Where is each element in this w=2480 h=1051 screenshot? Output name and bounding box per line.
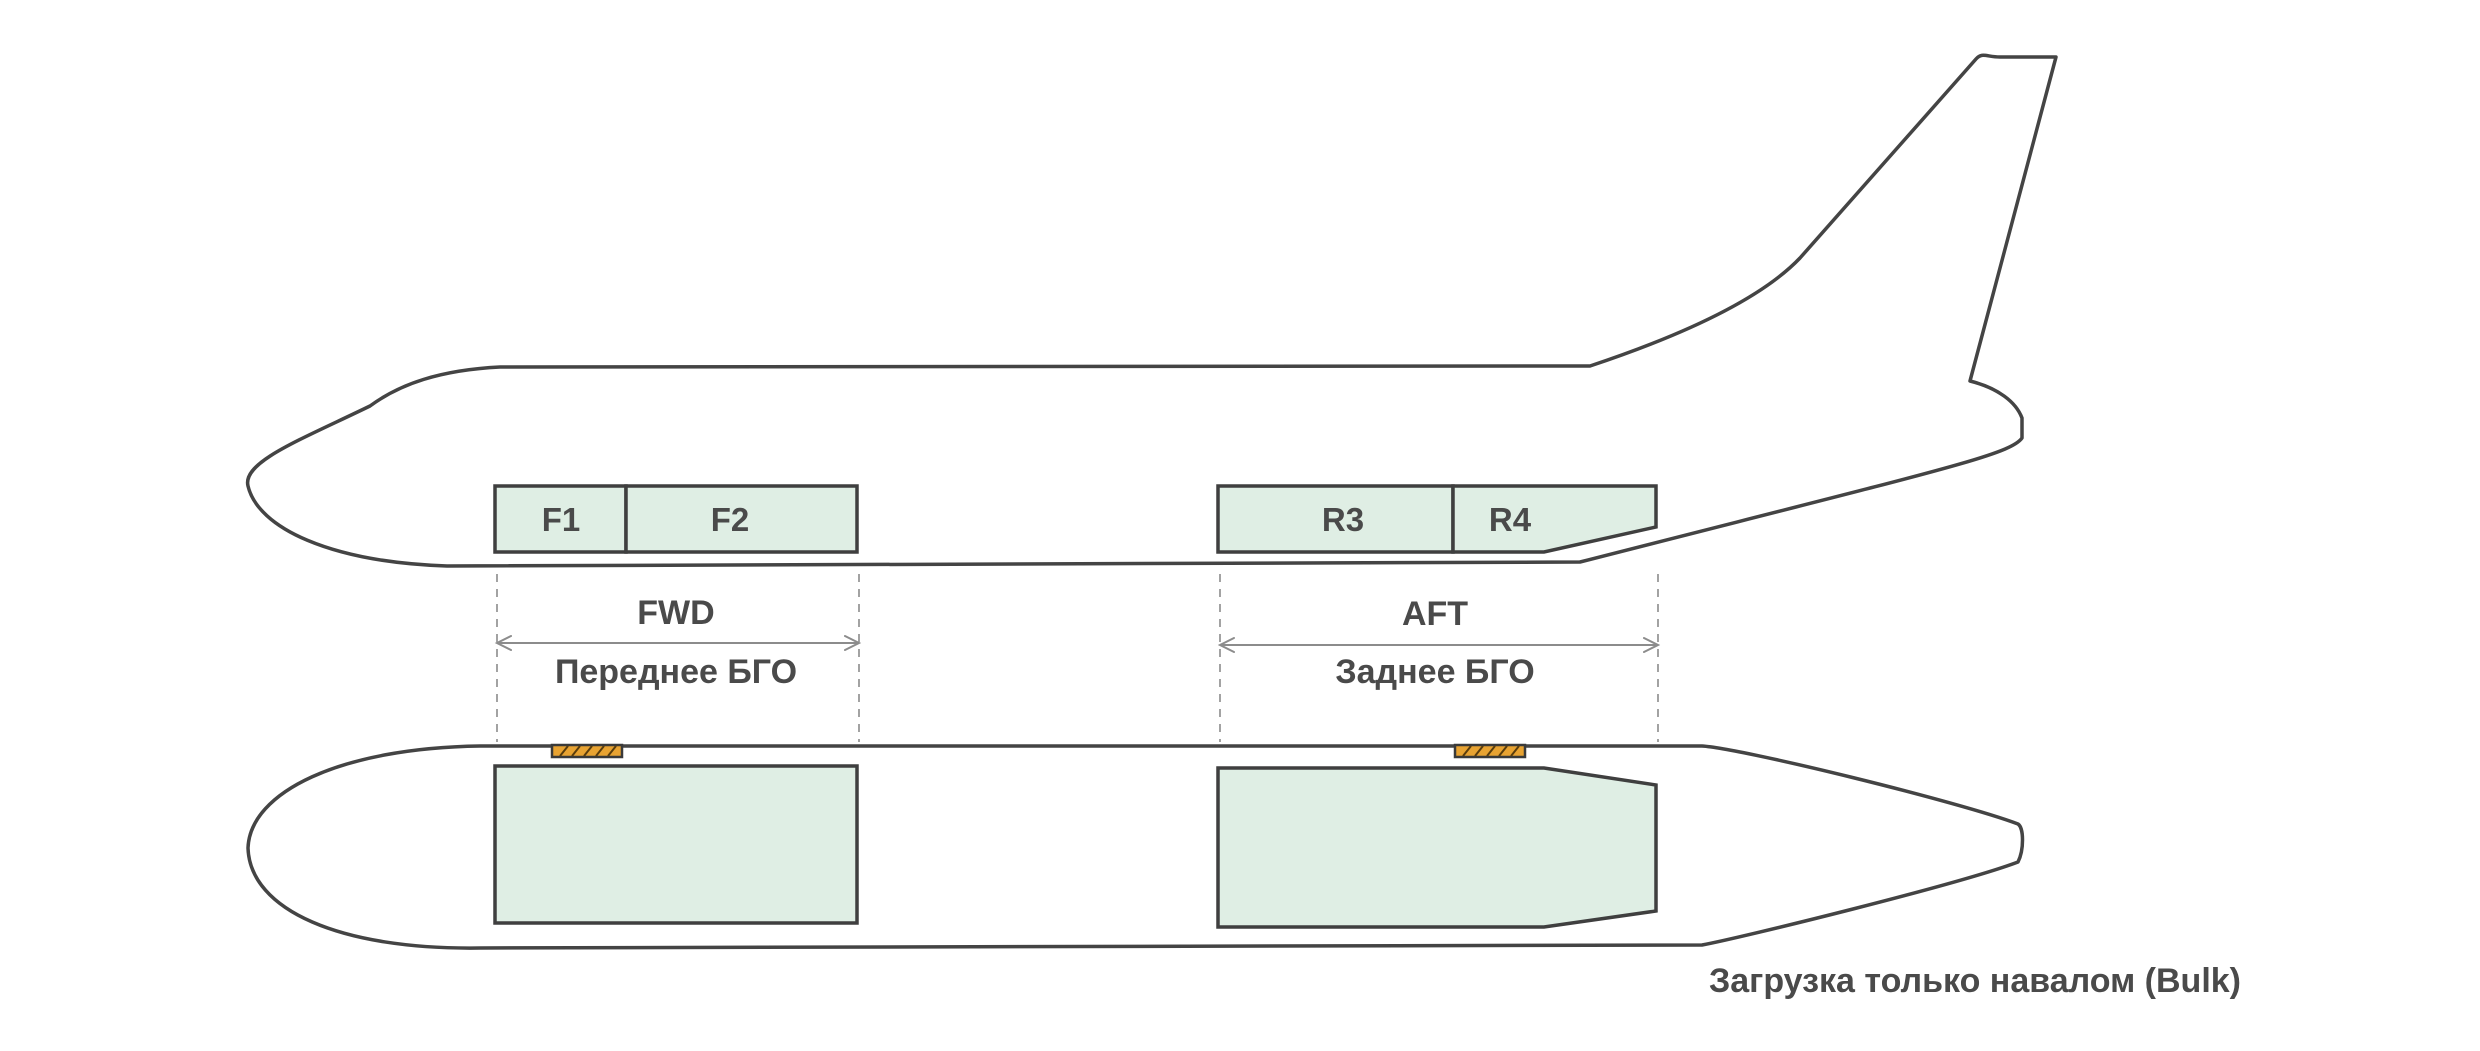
aft-hold-dimension: AFT Заднее БГО <box>1217 574 1661 742</box>
forward-hold-arrowhead-right <box>844 635 862 651</box>
forward-compartments-side: F1 F2 <box>493 484 859 554</box>
aft-hold-arrowhead-right <box>1643 637 1661 653</box>
bulk-loading-caption: Загрузка только навалом (Bulk) <box>1709 962 2241 1000</box>
aft-cargo-door <box>1453 743 1527 759</box>
forward-hold-name: Переднее БГО <box>555 653 797 691</box>
top-view <box>246 743 2025 950</box>
forward-hold-dimension: FWD Переднее БГО <box>494 574 862 742</box>
compartment-f2 <box>624 484 859 554</box>
compartment-f1-label: F1 <box>542 501 581 538</box>
aft-compartments-side: R3 R4 <box>1216 484 1658 554</box>
forward-cargo-door <box>550 743 624 759</box>
compartment-r3-label: R3 <box>1322 501 1364 538</box>
compartment-r4 <box>1451 484 1658 554</box>
aft-hold-arrowhead-left <box>1217 637 1235 653</box>
side-view: F1 F2 R3 R4 <box>245 53 2058 568</box>
aft-hold-name: Заднее БГО <box>1335 653 1534 691</box>
forward-hold-top <box>493 764 859 925</box>
forward-hold-code: FWD <box>637 594 714 632</box>
compartment-f2-label: F2 <box>711 501 750 538</box>
compartment-r4-label: R4 <box>1489 501 1532 538</box>
side-view-fuselage-outline <box>245 53 2058 568</box>
aft-hold-code: AFT <box>1402 595 1468 633</box>
aft-hold-top <box>1216 766 1658 929</box>
forward-hold-arrowhead-left <box>494 635 512 651</box>
